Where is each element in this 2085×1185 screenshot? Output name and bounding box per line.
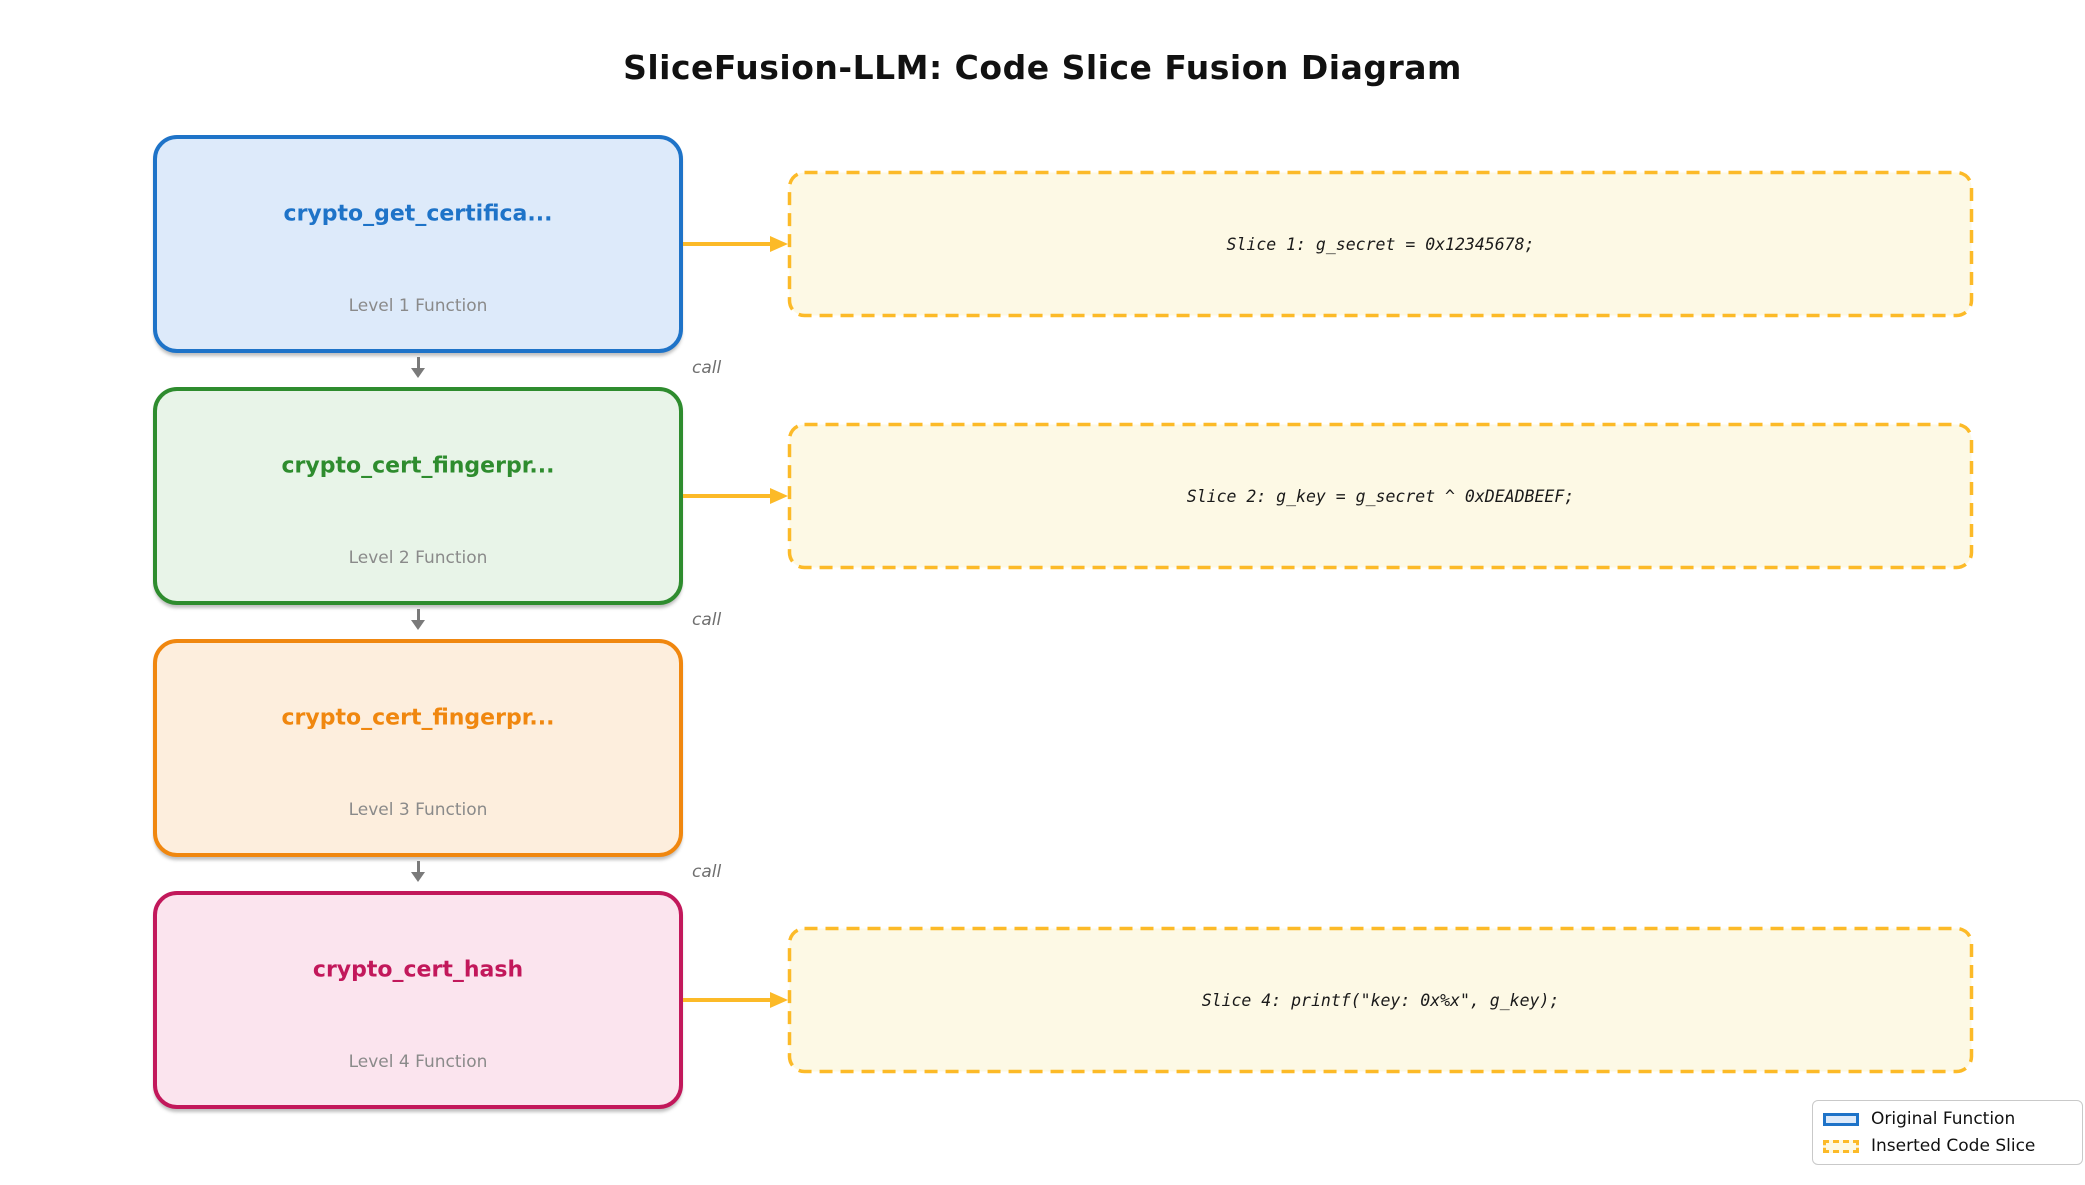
function-name-level-1: crypto_get_certifica... [283,201,553,227]
arrow-head [411,368,425,378]
legend-item-inserted-code-slice: Inserted Code Slice [1823,1136,2072,1156]
function-level-label-1: Level 1 Function [348,296,488,316]
arrow-head [411,620,425,630]
function-level-label-3: Level 3 Function [348,800,488,820]
function-level-label-4: Level 4 Function [348,1052,488,1072]
slice-arrow-line-4 [683,998,775,1002]
slice-box-outline [787,422,1974,570]
slice-box-outline [787,170,1974,318]
slice-box-outline [787,926,1974,1074]
legend-swatch-inserted-code-slice [1823,1139,1859,1153]
call-arrow-down-icon [411,357,425,378]
function-name-level-3: crypto_cert_fingerpr... [281,705,555,731]
slice-code-2: Slice 2: g_key = g_secret ^ 0xDEADBEEF; [1186,486,1575,506]
slice-arrow-tip-icon-4 [770,992,788,1008]
call-arrow-down-icon [411,861,425,882]
function-name-level-2: crypto_cert_fingerpr... [281,453,555,479]
slice-code-4: Slice 4: printf("key: 0x%x", g_key); [1201,990,1560,1010]
arrow-stem [416,357,420,368]
slice-arrow-line-2 [683,494,775,498]
function-box-level-1: crypto_get_certifica... Level 1 Function [153,135,683,353]
slice-code-1: Slice 1: g_secret = 0x12345678; [1226,234,1535,254]
legend-swatch-original-function [1823,1112,1859,1126]
call-edge-label-3: call [692,862,722,882]
slice-box-1: Slice 1: g_secret = 0x12345678; [787,170,1974,318]
function-box-level-4: crypto_cert_hash Level 4 Function [153,891,683,1109]
function-name-level-4: crypto_cert_hash [312,957,524,983]
slice-arrow-line-1 [683,242,775,246]
function-box-level-2: crypto_cert_fingerpr... Level 2 Function [153,387,683,605]
legend-item-original-function: Original Function [1823,1109,2072,1129]
arrow-head [411,872,425,882]
arrow-stem [416,609,420,620]
legend-label-inserted-code-slice: Inserted Code Slice [1871,1136,2036,1156]
legend-label-original-function: Original Function [1871,1109,2016,1129]
function-box-level-3: crypto_cert_fingerpr... Level 3 Function [153,639,683,857]
slice-box-2: Slice 2: g_key = g_secret ^ 0xDEADBEEF; [787,422,1974,570]
call-edge-label-1: call [692,358,722,378]
slice-arrow-tip-icon-1 [770,236,788,252]
page-title: SliceFusion-LLM: Code Slice Fusion Diagr… [623,48,1462,87]
arrow-stem [416,861,420,872]
slice-arrow-tip-icon-2 [770,488,788,504]
slice-box-4: Slice 4: printf("key: 0x%x", g_key); [787,926,1974,1074]
call-arrow-down-icon [411,609,425,630]
function-level-label-2: Level 2 Function [348,548,488,568]
legend: Original Function Inserted Code Slice [1812,1100,2083,1165]
call-edge-label-2: call [692,610,722,630]
